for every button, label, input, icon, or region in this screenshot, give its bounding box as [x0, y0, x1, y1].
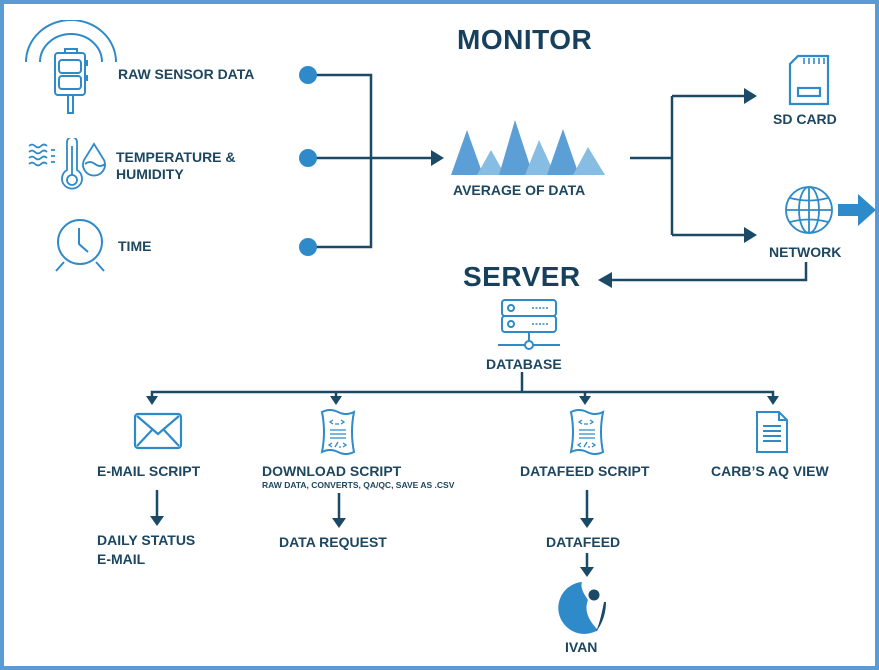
arrowhead-sd	[744, 88, 757, 104]
label-carb-aq-view: CARB’S AQ VIEW	[711, 463, 829, 479]
peaks-chart-icon	[451, 120, 605, 175]
label-download-script-details: RAW DATA, CONVERTS, QA/QC, SAVE AS .CSV	[262, 480, 455, 490]
thermometer-humidity-icon	[28, 138, 106, 190]
arrowhead-network	[744, 227, 757, 243]
input-dot-raw	[299, 66, 317, 84]
arrowhead-carb	[767, 396, 779, 405]
label-ivan: IVAN	[565, 639, 598, 655]
monitor-title: MONITOR	[457, 24, 593, 55]
input-dot-temp	[299, 149, 317, 167]
clock-icon	[55, 219, 105, 272]
label-raw-sensor-data: RAW SENSOR DATA	[118, 66, 255, 82]
label-daily-status: DAILY STATUS	[97, 532, 196, 548]
label-data-request: DATA REQUEST	[279, 534, 387, 550]
arrowhead-server	[598, 272, 612, 288]
label-temperature: TEMPERATURE &	[116, 149, 236, 165]
globe-icon	[785, 186, 833, 234]
connector-branch-bar	[150, 390, 775, 396]
label-sd-card: SD CARD	[773, 111, 837, 127]
label-database: DATABASE	[486, 356, 562, 372]
sensor-icon	[25, 20, 117, 114]
label-download-script: DOWNLOAD SCRIPT	[262, 463, 402, 479]
label-daily-status-email: E-MAIL	[97, 551, 146, 567]
connector-network-to-server	[610, 262, 808, 282]
server-title: SERVER	[463, 261, 581, 292]
sd-card-icon	[788, 54, 830, 106]
arrowhead-data-request	[332, 518, 346, 528]
arrowhead-download	[330, 396, 342, 405]
label-network: NETWORK	[769, 244, 842, 260]
database-server-icon	[498, 299, 560, 350]
label-time: TIME	[118, 238, 152, 254]
arrowhead-daily-status	[150, 516, 164, 526]
label-datafeed: DATAFEED	[546, 534, 621, 550]
label-average-of-data: AVERAGE OF DATA	[453, 182, 586, 198]
network-out-arrow-icon	[838, 194, 876, 226]
envelope-icon	[133, 412, 183, 450]
arrowhead-average	[431, 150, 444, 166]
ivan-logo-icon	[558, 582, 606, 634]
label-humidity: HUMIDITY	[116, 166, 184, 182]
label-email-script: E-MAIL SCRIPT	[97, 463, 201, 479]
connector-raw-sensor	[308, 73, 373, 249]
document-icon	[756, 411, 788, 453]
arrowhead-datafeed-out	[580, 518, 594, 528]
label-datafeed-script: DATAFEED SCRIPT	[520, 463, 650, 479]
script-icon	[320, 409, 356, 455]
script-icon	[569, 409, 605, 455]
arrowhead-ivan	[580, 567, 594, 577]
arrowhead-email	[146, 396, 158, 405]
input-dot-time	[299, 238, 317, 256]
arrowhead-datafeed	[579, 396, 591, 405]
